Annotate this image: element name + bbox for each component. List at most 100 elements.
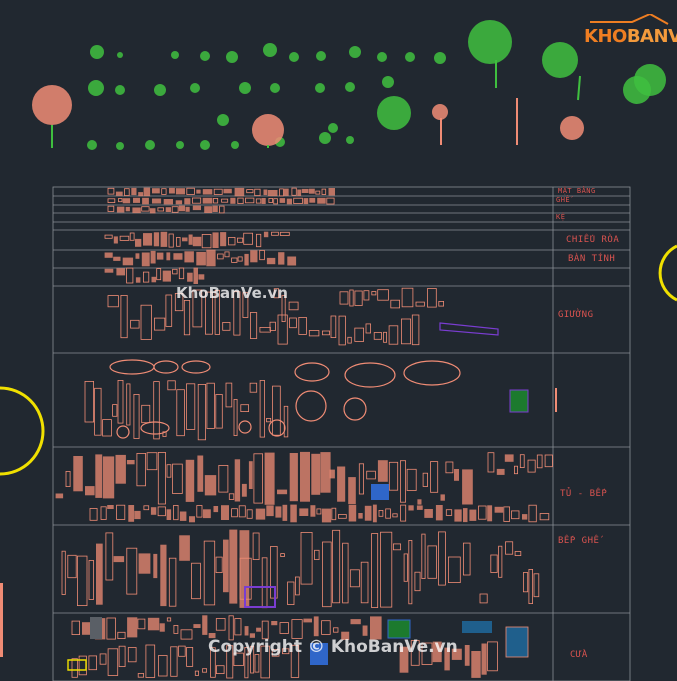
furniture-block (348, 504, 357, 522)
furniture-block (221, 198, 229, 203)
furniture-block (166, 464, 172, 478)
furniture-block (134, 238, 142, 247)
furniture-block (192, 289, 203, 328)
tree-symbol (32, 85, 72, 125)
tree-symbol (405, 52, 415, 62)
furniture-block (201, 233, 212, 249)
furniture-block (202, 615, 208, 635)
furniture-block (430, 461, 439, 493)
furniture-block (266, 257, 276, 265)
furniture-block (95, 454, 103, 498)
furniture-block (133, 393, 140, 439)
furniture-block (213, 188, 223, 195)
furniture-block (222, 539, 229, 593)
tree-symbol (542, 42, 578, 78)
furniture-block (299, 451, 310, 502)
furniture-block (208, 633, 216, 639)
furniture-block (229, 529, 238, 604)
tree-symbol (88, 80, 104, 96)
tree-symbol (349, 46, 361, 58)
furniture-block (511, 510, 520, 520)
furniture-block (120, 294, 128, 339)
furniture-block (445, 509, 453, 516)
furniture-block (462, 542, 471, 576)
furniture-block (196, 251, 206, 266)
furniture-block (354, 290, 363, 306)
furniture-block (71, 620, 80, 635)
furniture-block (246, 189, 254, 194)
furniture-block (293, 197, 303, 204)
khobanve-logo: KHOBANVE (572, 12, 677, 54)
furniture-block (337, 466, 346, 502)
furniture-block (202, 197, 213, 204)
tree-symbol (116, 142, 124, 150)
furniture-block (153, 232, 160, 247)
furniture-block (438, 531, 446, 586)
furniture-block (162, 270, 172, 282)
tree-symbol (316, 51, 326, 61)
furniture-block (186, 383, 196, 430)
furniture-block (196, 505, 203, 518)
furniture-block (174, 292, 184, 312)
furniture-block (147, 617, 160, 631)
left-edge-marker (0, 583, 3, 657)
furniture-block (105, 532, 114, 581)
furniture-block (151, 188, 160, 194)
furniture-block (313, 616, 319, 637)
furniture-block (217, 253, 224, 260)
furniture-block (527, 459, 536, 473)
furniture-block (321, 330, 330, 336)
tree-symbol (145, 140, 155, 150)
furniture-block (294, 576, 300, 596)
furniture-block (55, 493, 64, 499)
legend-label-tu-bep: TỦ - BẾP (560, 489, 608, 499)
furniture-block (132, 197, 140, 203)
furniture-block (311, 453, 321, 495)
furniture-block (332, 529, 341, 604)
furniture-block (132, 207, 141, 214)
furniture-block (444, 647, 450, 671)
furniture-block (399, 646, 409, 673)
furniture-block (255, 508, 266, 520)
viewport-circle-marks (0, 244, 677, 476)
furniture-block (544, 454, 553, 468)
furniture-block (308, 330, 320, 337)
furniture-block (118, 198, 123, 203)
furniture-block (291, 619, 303, 639)
furniture-block (523, 572, 529, 593)
tree-symbol (200, 140, 210, 150)
furniture-block (202, 189, 213, 195)
furniture-block (197, 383, 206, 441)
furniture-block (175, 188, 186, 195)
furniture-block (176, 236, 181, 247)
tree-symbol (345, 82, 355, 92)
furniture-block (204, 475, 217, 496)
furniture-block (250, 250, 258, 263)
furniture-block (183, 299, 191, 336)
furniture-block (89, 508, 98, 521)
furniture-block (290, 644, 300, 678)
furniture-block (462, 469, 473, 505)
furniture-block (100, 506, 107, 520)
furniture-block (102, 456, 115, 499)
tree-symbol (377, 96, 411, 130)
furniture-block (360, 561, 369, 604)
furniture-block (487, 505, 493, 522)
furniture-block (115, 191, 123, 196)
furniture-symbols (55, 187, 553, 679)
furniture-block (320, 452, 331, 493)
furniture-block (496, 468, 505, 475)
furniture-block (188, 234, 193, 245)
furniture-block (309, 197, 316, 203)
furniture-block (142, 197, 149, 205)
furniture-block (126, 459, 135, 465)
logo-house-icon (590, 12, 669, 25)
furniture-block (212, 232, 219, 249)
furniture-block (338, 315, 346, 346)
furniture-block (287, 256, 297, 266)
furniture-block (238, 505, 246, 518)
tree-symbol (252, 114, 284, 146)
furniture-block (259, 380, 266, 438)
furniture-block (266, 505, 274, 517)
